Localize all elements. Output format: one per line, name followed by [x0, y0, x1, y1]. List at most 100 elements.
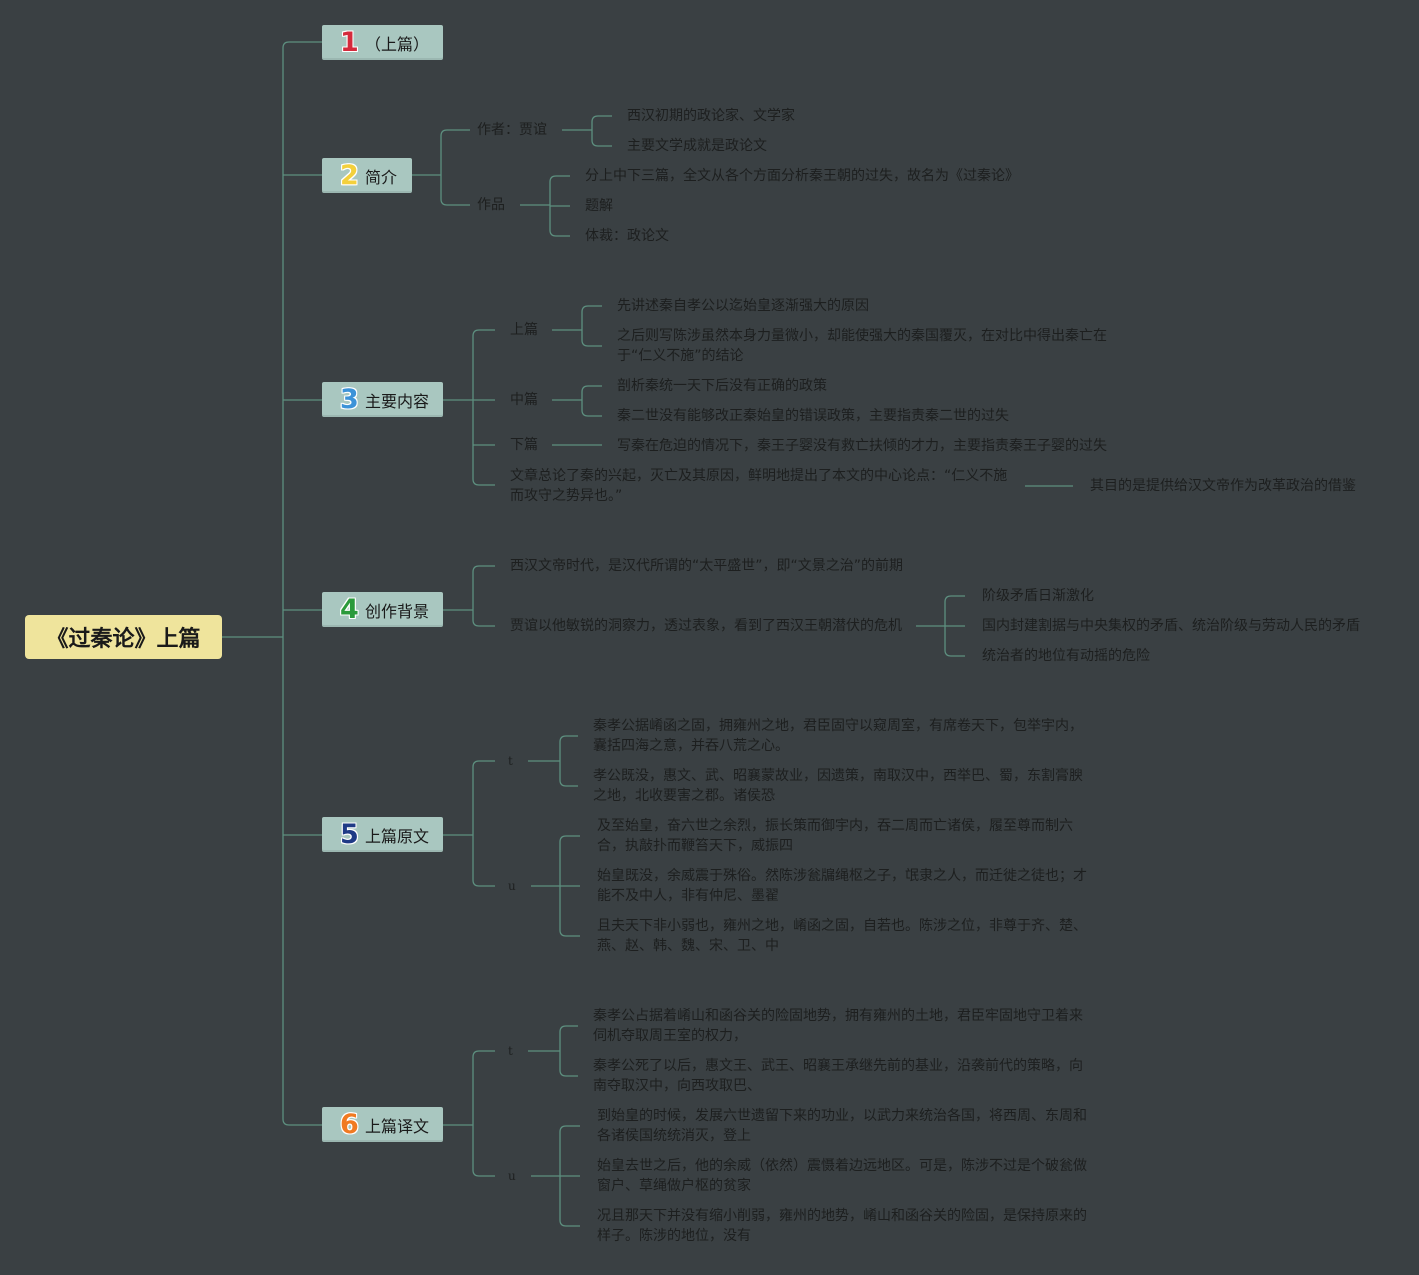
topic-original-text[interactable]: 孝公既没，惠文、武、昭襄蒙故业，因遗策，南取汉中，西举巴、蜀，东割膏腴 之地，北…: [593, 766, 1083, 806]
topic-line: 而攻守之势异也。”: [510, 488, 623, 504]
number-3-icon: 3: [340, 384, 359, 415]
branch-6[interactable]: 6 上篇译文: [322, 1107, 443, 1142]
topic-line: 窗户、草绳做户枢的贫家: [597, 1178, 751, 1194]
topic-detail[interactable]: 秦二世没有能够改正秦始皇的错误政策，主要指责秦二世的过失: [617, 406, 1009, 426]
topic-line: 孝公既没，惠文、武、昭襄蒙故业，因遗策，南取汉中，西举巴、蜀，东割膏腴: [593, 768, 1083, 784]
topic-crisis-detail[interactable]: 阶级矛盾日渐激化: [982, 586, 1094, 606]
topic-translation-text[interactable]: 始皇去世之后，他的余威（依然）震慑着边远地区。可是，陈涉不过是个破瓮做 窗户、草…: [597, 1156, 1087, 1196]
topic-line: 统治者的地位有动摇的危险: [982, 648, 1150, 664]
connector-3-zhong-fork: [581, 385, 602, 417]
topic-line: 剖析秦统一天下后没有正确的政策: [617, 378, 827, 394]
topic-line: 文章总论了秦的兴起，灭亡及其原因，鲜明地提出了本文的中心论点：“仁义不施: [510, 468, 1008, 484]
topic-group-u[interactable]: u: [508, 879, 516, 893]
branch-1[interactable]: 1 （上篇）: [322, 25, 443, 60]
topic-line: 燕、赵、韩、魏、宋、卫、中: [597, 938, 779, 954]
topic-line: 其目的是提供给汉文帝作为改革政治的借鉴: [1090, 478, 1356, 494]
topic-line: 始皇去世之后，他的余威（依然）震慑着边远地区。可是，陈涉不过是个破瓮做: [597, 1158, 1087, 1174]
topic-crisis-detail[interactable]: 国内封建割据与中央集权的矛盾、统治阶级与劳动人民的矛盾: [982, 616, 1360, 636]
topic-works-detail[interactable]: 分上中下三篇，全文从各个方面分析秦王朝的过失，故名为《过秦论》: [585, 166, 1019, 186]
connector-6-t-fork: [559, 1025, 578, 1077]
branch-6-label: 上篇译文: [365, 1116, 430, 1136]
number-2-icon: 2: [340, 160, 359, 191]
branch-3[interactable]: 3 主要内容: [322, 382, 443, 417]
root-topic[interactable]: 《过秦论》上篇: [25, 615, 222, 659]
topic-works-detail[interactable]: 题解: [585, 196, 613, 216]
topic-detail[interactable]: 之后则写陈涉虽然本身力量微小，却能使强大的秦国覆灭，在对比中得出秦亡在 于“仁义…: [617, 326, 1107, 366]
topic-crisis[interactable]: 贾谊以他敏锐的洞察力，透过表象，看到了西汉王朝潜伏的危机: [510, 616, 902, 636]
topic-part-xia[interactable]: 下篇: [510, 437, 538, 453]
branch-1-label: （上篇）: [365, 34, 430, 54]
topic-original-text[interactable]: 及至始皇，奋六世之余烈，振长策而御宇内，吞二周而亡诸侯，履至尊而制六 合，执敲扑…: [597, 816, 1073, 856]
topic-summary[interactable]: 文章总论了秦的兴起，灭亡及其原因，鲜明地提出了本文的中心论点：“仁义不施 而攻守…: [510, 466, 1007, 506]
branch-2-label: 简介: [365, 167, 398, 187]
topic-translation-text[interactable]: 秦孝公死了以后，惠文王、武王、昭襄王承继先前的基业，沿袭前代的策略，向 南夺取汉…: [593, 1056, 1083, 1096]
topic-line: 伺机夺取周王室的权力，: [593, 1028, 747, 1044]
branch-5[interactable]: 5 上篇原文: [322, 817, 443, 852]
topic-line: 各诸侯国统统消灭，登上: [597, 1128, 751, 1144]
topic-part-zhong[interactable]: 中篇: [510, 392, 538, 408]
topic-line: 秦孝公占据着崤山和函谷关的险固地势，拥有雍州的土地，君臣牢固地守卫着来: [593, 1008, 1083, 1024]
topic-line: 分上中下三篇，全文从各个方面分析秦王朝的过失，故名为《过秦论》: [585, 168, 1019, 184]
topic-era[interactable]: 西汉文帝时代，是汉代所谓的“太平盛世”，即“文景之治”的前期: [510, 556, 903, 576]
topic-line: 之地，北收要害之郡。诸侯恐: [593, 788, 775, 804]
topic-author-detail[interactable]: 西汉初期的政论家、文学家: [627, 106, 795, 126]
topic-purpose[interactable]: 其目的是提供给汉文帝作为改革政治的借鉴: [1090, 476, 1356, 496]
topic-original-text[interactable]: 且夫天下非小弱也，雍州之地，崤函之固，自若也。陈涉之位，非尊于齐、楚、 燕、赵、…: [597, 916, 1087, 956]
number-4-icon: 4: [340, 594, 359, 625]
topic-part-shang[interactable]: 上篇: [510, 322, 538, 338]
topic-line: 且夫天下非小弱也，雍州之地，崤函之固，自若也。陈涉之位，非尊于齐、楚、: [597, 918, 1087, 934]
number-1-icon: 1: [340, 27, 359, 58]
topic-line: 样子。陈涉的地位，没有: [597, 1228, 751, 1244]
topic-detail[interactable]: 先讲述秦自孝公以迄始皇逐渐强大的原因: [617, 296, 869, 316]
topic-line: 秦二世没有能够改正秦始皇的错误政策，主要指责秦二世的过失: [617, 408, 1009, 424]
topic-group-t[interactable]: t: [508, 1044, 513, 1058]
topic-line: 西汉文帝时代，是汉代所谓的“太平盛世”，即“文景之治”的前期: [510, 558, 904, 574]
number-5-icon: 5: [340, 819, 359, 850]
topic-line: 题解: [585, 198, 613, 214]
topic-works[interactable]: 作品: [477, 197, 505, 213]
topic-line: 始皇既没，余威震于殊俗。然陈涉瓮牖绳枢之子，氓隶之人，而迁徙之徒也；才: [597, 868, 1087, 884]
branch-4-label: 创作背景: [365, 601, 430, 621]
connector-2-fork: [440, 129, 470, 206]
topic-detail[interactable]: 剖析秦统一天下后没有正确的政策: [617, 376, 827, 396]
topic-translation-text[interactable]: 到始皇的时候，发展六世遗留下来的功业，以武力来统治各国，将西周、东周和 各诸侯国…: [597, 1106, 1087, 1146]
connector-3-fork: [472, 329, 495, 486]
topic-works-detail[interactable]: 体裁：政论文: [585, 226, 669, 246]
topic-line: 到始皇的时候，发展六世遗留下来的功业，以武力来统治各国，将西周、东周和: [597, 1108, 1087, 1124]
topic-line: 体裁：政论文: [585, 228, 669, 244]
topic-line: 阶级矛盾日渐激化: [982, 588, 1094, 604]
topic-line: 囊括四海之意，并吞八荒之心。: [593, 738, 789, 754]
connector-4-fork: [472, 565, 495, 627]
topic-line: 贾谊以他敏锐的洞察力，透过表象，看到了西汉王朝潜伏的危机: [510, 618, 902, 634]
topic-original-text[interactable]: 秦孝公据崤函之固，拥雍州之地，君臣固守以窥周室，有席卷天下，包举宇内， 囊括四海…: [593, 716, 1083, 756]
topic-original-text[interactable]: 始皇既没，余威震于殊俗。然陈涉瓮牖绳枢之子，氓隶之人，而迁徙之徒也；才 能不及中…: [597, 866, 1087, 906]
branch-4[interactable]: 4 创作背景: [322, 592, 443, 627]
topic-crisis-detail[interactable]: 统治者的地位有动摇的危险: [982, 646, 1150, 666]
topic-line: 及至始皇，奋六世之余烈，振长策而御宇内，吞二周而亡诸侯，履至尊而制六: [597, 818, 1073, 834]
topic-line: 秦孝公据崤函之固，拥雍州之地，君臣固守以窥周室，有席卷天下，包举宇内，: [593, 718, 1083, 734]
topic-group-u[interactable]: u: [508, 1169, 516, 1183]
topic-line: 西汉初期的政论家、文学家: [627, 108, 795, 124]
connector-5-t-fork: [559, 735, 578, 787]
topic-line: 先讲述秦自孝公以迄始皇逐渐强大的原因: [617, 298, 869, 314]
topic-translation-text[interactable]: 况且那天下并没有缩小削弱，雍州的地势，崤山和函谷关的险固，是保持原来的 样子。陈…: [597, 1206, 1087, 1246]
topic-detail[interactable]: 写秦在危迫的情况下，秦王子婴没有救亡扶倾的才力，主要指责秦王子婴的过失: [617, 436, 1107, 456]
topic-translation-text[interactable]: 秦孝公占据着崤山和函谷关的险固地势，拥有雍州的土地，君臣牢固地守卫着来 伺机夺取…: [593, 1006, 1083, 1046]
topic-line: 合，执敲扑而鞭笞天下，威振四: [597, 838, 793, 854]
topic-author[interactable]: 作者：贾谊: [477, 122, 547, 138]
topic-line: 写秦在危迫的情况下，秦王子婴没有救亡扶倾的才力，主要指责秦王子婴的过失: [617, 438, 1107, 454]
branch-2[interactable]: 2 简介: [322, 158, 412, 193]
topic-author-detail[interactable]: 主要文学成就是政论文: [627, 136, 767, 156]
topic-group-t[interactable]: t: [508, 754, 513, 768]
branch-3-label: 主要内容: [365, 391, 430, 411]
connector-2-author-fork: [591, 115, 612, 147]
connector-6-fork: [472, 1050, 495, 1177]
number-6-icon: 6: [340, 1109, 359, 1140]
topic-line: 南夺取汉中，向西攻取巴、: [593, 1078, 761, 1094]
topic-line: 之后则写陈涉虽然本身力量微小，却能使强大的秦国覆灭，在对比中得出秦亡在: [617, 328, 1107, 344]
topic-line: 能不及中人，非有仲尼、墨翟: [597, 888, 779, 904]
connector-trunk: [282, 41, 322, 1126]
topic-line: 秦孝公死了以后，惠文王、武王、昭襄王承继先前的基业，沿袭前代的策略，向: [593, 1058, 1083, 1074]
